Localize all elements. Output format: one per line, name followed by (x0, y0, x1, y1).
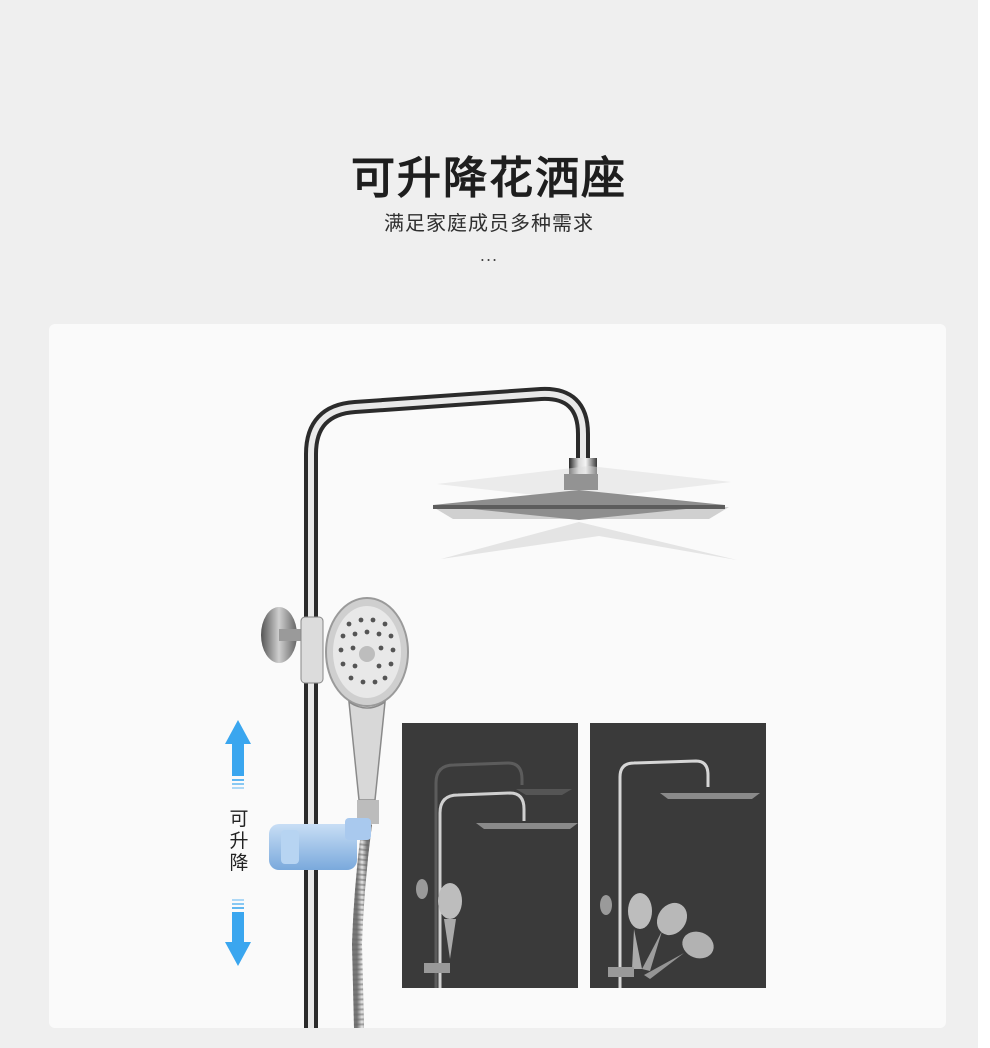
page-title: 可升降花洒座 (351, 153, 627, 204)
wall-bracket (261, 607, 324, 684)
inset-height-adjust (402, 723, 578, 988)
shower-product-illustration (225, 386, 737, 1028)
page-subtitle: 满足家庭成员多种需求 (384, 211, 594, 235)
inset-angle-adjust (590, 723, 766, 988)
right-edge-strip (978, 0, 990, 1048)
down-arrow-icon (225, 899, 251, 966)
up-arrow-icon (225, 720, 251, 789)
ellipsis-text: ... (479, 246, 499, 265)
rain-shower-head (433, 466, 737, 560)
lift-label: 可升降 (229, 808, 249, 874)
lift-slider-seat (269, 818, 371, 870)
hand-shower (325, 597, 409, 824)
product-card: 可升降 (49, 324, 946, 1028)
